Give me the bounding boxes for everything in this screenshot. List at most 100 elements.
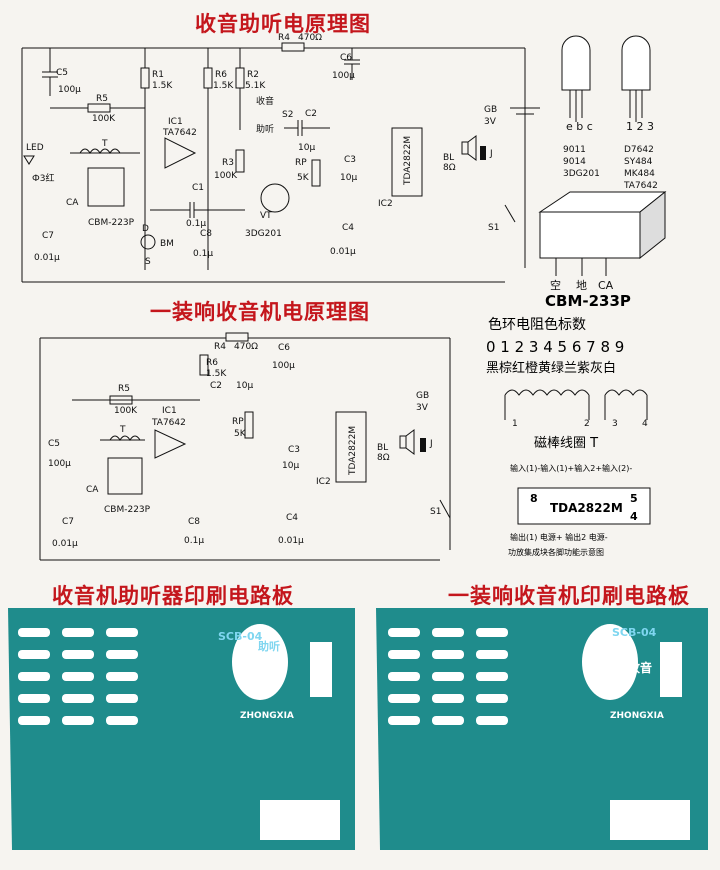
s1-c3-value: 10μ xyxy=(340,173,357,183)
s1-vt-transistor xyxy=(260,183,290,213)
s1-ic2-chip xyxy=(391,127,423,197)
pcb2-board-id: SCB-04 xyxy=(612,626,657,639)
s1-c2-label: C2 xyxy=(305,109,317,119)
pcb1-board-id: SCB-04 xyxy=(218,630,263,643)
s1-ca-value: CBM-223P xyxy=(88,218,135,228)
s1-s1-label: S1 xyxy=(488,223,499,233)
s1-c4-label: C4 xyxy=(342,223,354,233)
cap-pin-ca: CA xyxy=(598,279,614,292)
s2-c5-value: 100μ xyxy=(48,459,71,469)
transistor-right-model-3: MK484 xyxy=(624,169,655,179)
pcb-2: SCB-04 收音 ZHONGXIA xyxy=(376,608,708,850)
s1-c8-value: 0.1μ xyxy=(193,249,213,259)
s1-r5-value: 100K xyxy=(92,114,116,124)
s1-gb-label: GB xyxy=(484,105,497,115)
tda-chip-body xyxy=(517,487,651,525)
s1-r3-label: R3 xyxy=(222,158,234,168)
s2-r4-label: R4 xyxy=(214,342,226,352)
s1-r4-label: R4 xyxy=(278,33,290,43)
s1-ca-label: CA xyxy=(66,198,79,208)
s1-j-label: J xyxy=(489,149,493,159)
radio-pcb-title: 一装响收音机印刷电路板 xyxy=(448,584,690,608)
tda-top-labels: 输入(1)-输入(1)+输入2+输入(2)- xyxy=(510,463,632,473)
pcb2-maker: ZHONGXIA xyxy=(610,711,664,721)
s1-c1-label: C1 xyxy=(192,183,204,193)
tda-pin-5: 5 xyxy=(630,492,638,505)
s2-rp-label: RP xyxy=(232,417,244,427)
s1-ic1-label: IC1 xyxy=(168,117,183,127)
transistor-right-model-2: SY484 xyxy=(624,157,653,167)
s1-r6-label: R6 xyxy=(215,70,227,80)
transistor-left-model-1: 9011 xyxy=(563,145,586,155)
s1-ic1-value: TA7642 xyxy=(162,128,197,138)
s1-led-value: Ф3红 xyxy=(32,172,54,184)
s1-r4-value: 470Ω xyxy=(298,33,322,43)
color-code-table: 色环电阻色标数 0 1 2 3 4 5 6 7 8 9 黑棕红橙黄绿兰紫灰白 xyxy=(486,316,624,376)
s2-j-label: J xyxy=(429,439,433,449)
s2-c2-label: C2 xyxy=(210,381,222,391)
s1-r2-label: R2 xyxy=(247,70,259,80)
coil-caption: 磁棒线圈 T xyxy=(534,436,598,451)
s1-ic2-label: IC2 xyxy=(378,199,393,209)
s1-bl-label: BL xyxy=(443,153,454,163)
s2-c2-value: 10μ xyxy=(236,381,253,391)
s1-c6-value: 100μ xyxy=(332,71,355,81)
s2-c6-value: 100μ xyxy=(272,361,295,371)
s2-c5-label: C5 xyxy=(48,439,60,449)
schematic-2: R4 470Ω C6 100μ R6 1.5K C2 10μ R5 100K I… xyxy=(39,332,451,561)
pcb-1: SCB-04 助听 收音 ZHONGXIA xyxy=(8,608,355,850)
s2-bl-label: BL xyxy=(377,443,388,453)
s1-s2-mode-b: 助听 xyxy=(256,123,274,135)
transistor-right-model-4: TA7642 xyxy=(623,181,658,191)
s2-ic2-label: IC2 xyxy=(316,477,331,487)
s1-r1-label: R1 xyxy=(152,70,164,80)
pcb2-mode: 收音 xyxy=(628,660,652,675)
coil-pin-1: 1 xyxy=(512,419,518,429)
s2-r5-label: R5 xyxy=(118,384,130,394)
s1-vt-value: 3DG201 xyxy=(245,229,282,239)
s1-bm-d: D xyxy=(142,224,149,234)
s2-c8-value: 0.1μ xyxy=(184,536,204,546)
s1-c5-value: 100μ xyxy=(58,85,81,95)
s1-bm-mic xyxy=(140,234,156,250)
s2-ca-label: CA xyxy=(86,485,99,495)
transistor-right-pins: 1 2 3 xyxy=(626,120,654,133)
s2-r5-value: 100K xyxy=(114,406,138,416)
color-code-title: 色环电阻色标数 xyxy=(488,316,586,333)
hearing-aid-pcb-title: 收音机助听器印刷电路板 xyxy=(52,584,294,608)
s2-t-label: T xyxy=(119,425,126,435)
transistor-left-model-2: 9014 xyxy=(563,157,586,167)
coil-pin-2: 2 xyxy=(584,419,590,429)
tda-bottom-labels: 输出(1) 电源+ 输出2 电源- xyxy=(510,532,608,542)
s1-c8-label: C8 xyxy=(200,229,212,239)
s1-ic2-value: TDA2822M xyxy=(403,136,413,186)
cap-pin-empty: 空 xyxy=(550,278,561,292)
pcb1-maker: ZHONGXIA xyxy=(240,711,294,721)
tda-pin-8: 8 xyxy=(530,492,538,505)
radio-schematic-title: 一装响收音机电原理图 xyxy=(150,300,370,324)
s1-r6-value: 1.5K xyxy=(213,81,234,91)
s1-c5-label: C5 xyxy=(56,68,68,78)
transistor-left-model-3: 3DG201 xyxy=(563,169,600,179)
s1-c2-value: 10μ xyxy=(298,143,315,153)
s1-rp-value: 5K xyxy=(297,173,310,183)
coil-diagram: 1 2 3 4 磁棒线圈 T xyxy=(504,389,648,451)
s1-bm-s: S xyxy=(145,257,151,267)
s2-c3-label: C3 xyxy=(288,445,300,455)
transistor-pinouts: e b c 9011 9014 3DG201 1 2 3 D7642 SY484… xyxy=(561,35,658,191)
s2-r6-label: R6 xyxy=(206,358,218,368)
hearing-aid-schematic-title: 收音助听电原理图 xyxy=(195,12,371,36)
s2-s1-label: S1 xyxy=(430,507,441,517)
s1-rp-label: RP xyxy=(295,158,307,168)
pcb1-mode-2: 收音 xyxy=(252,668,276,683)
schematic-1: R4 470Ω C5 100μ C6 100μ R1 1.5K R6 1.5K … xyxy=(21,33,540,283)
s1-c7-label: C7 xyxy=(42,231,54,241)
s1-r5-label: R5 xyxy=(96,94,108,104)
s1-vt-label: VT xyxy=(260,211,272,221)
cap-pin-ground: 地 xyxy=(576,279,587,292)
pcb1-mode-1: 助听 xyxy=(258,639,280,653)
s2-r6-value: 1.5K xyxy=(206,369,227,379)
s2-r4-value: 470Ω xyxy=(234,342,258,352)
s1-r4-resistor xyxy=(281,42,305,52)
